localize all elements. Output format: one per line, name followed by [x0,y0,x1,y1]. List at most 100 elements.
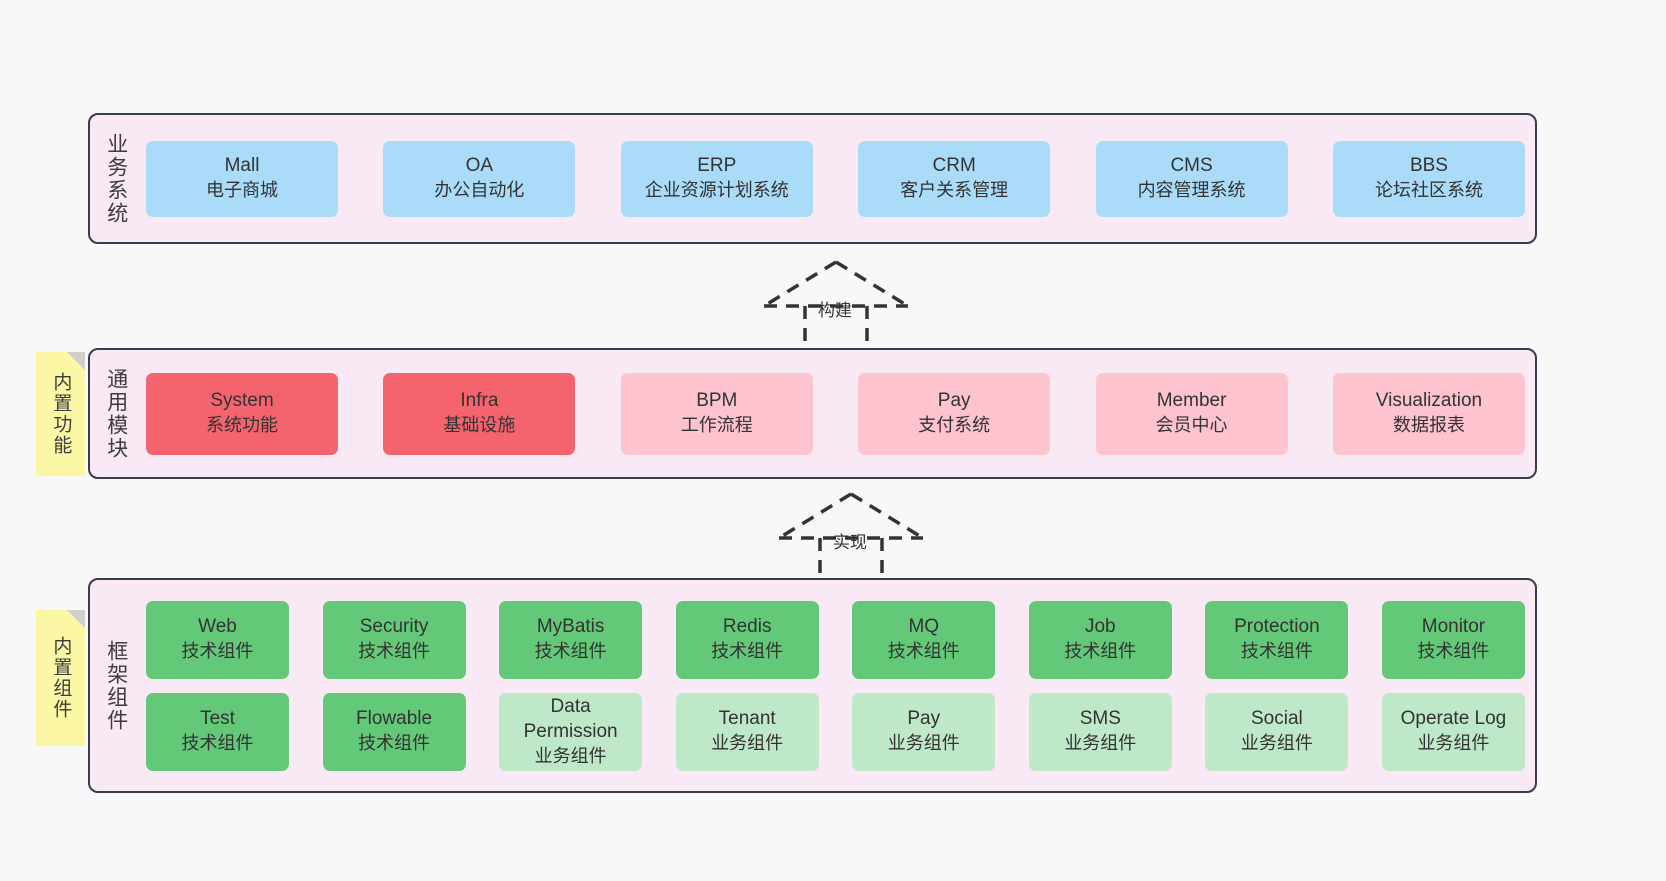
card-test[interactable]: Test 技术组件 [146,692,289,771]
card-job-en: Job [1084,616,1116,638]
card-security-cn: 技术组件 [358,641,431,662]
card-mybatis-en: MyBatis [536,616,605,638]
card-monitor-cn: 技术组件 [1417,641,1490,662]
layer-framework-title: 框架组件 [104,639,128,732]
card-visualization-cn: 数据报表 [1392,415,1465,436]
card-protection[interactable]: Protection 技术组件 [1205,600,1349,679]
arrow-implement: 实现 [771,490,931,586]
card-erp-en: ERP [697,155,737,177]
card-redis[interactable]: Redis 技术组件 [675,600,819,679]
card-member-cn: 会员中心 [1155,415,1228,436]
framework-row-business: Test 技术组件 Flowable 技术组件 Data Permission … [146,692,1525,771]
card-operate-log[interactable]: Operate Log 业务组件 [1381,692,1525,771]
layer-business-cards: Mall 电子商城 OA 办公自动化 ERP 企业资源计划系统 CRM 客户关系… [142,115,1535,242]
card-mall-en: Mall [224,155,260,177]
card-redis-cn: 技术组件 [711,641,784,662]
card-infra[interactable]: Infra 基础设施 [383,372,576,455]
card-pay-module-cn: 支付系统 [918,415,991,436]
card-monitor-en: Monitor [1421,616,1486,638]
card-system-cn: 系统功能 [206,415,278,436]
card-web[interactable]: Web 技术组件 [146,600,289,679]
layer-framework-cards: Web 技术组件 Security 技术组件 MyBatis 技术组件 Redi… [142,580,1535,791]
card-system-en: System [210,390,274,412]
card-mybatis-cn: 技术组件 [534,641,607,662]
card-member[interactable]: Member 会员中心 [1095,372,1288,455]
sticky-fold-corner-icon [67,610,85,628]
layer-common-cards: System 系统功能 Infra 基础设施 BPM 工作流程 Pay 支付系统… [142,350,1535,477]
card-bpm-en: BPM [696,390,738,412]
card-tenant-cn: 业务组件 [711,733,784,754]
card-oa-en: OA [465,155,494,177]
card-oa-cn: 办公自动化 [434,180,525,201]
sticky-note-builtin-features: 内置功能 [36,352,85,476]
card-social-en: Social [1251,708,1303,730]
card-protection-cn: 技术组件 [1240,641,1313,662]
sticky-fold-corner-icon [67,352,85,370]
card-bbs[interactable]: BBS 论坛社区系统 [1332,140,1525,217]
card-bpm[interactable]: BPM 工作流程 [620,372,813,455]
card-redis-en: Redis [722,616,772,638]
arrow-build: 构建 [756,258,916,354]
card-mall-cn: 电子商城 [206,180,278,201]
card-social-cn: 业务组件 [1240,733,1313,754]
card-data-permission-cn: 业务组件 [534,745,607,766]
sticky-note-builtin-features-label: 内置功能 [50,372,72,456]
card-security[interactable]: Security 技术组件 [322,600,466,679]
card-flowable[interactable]: Flowable 技术组件 [322,692,466,771]
layer-common-title: 通用模块 [104,367,128,460]
card-job-cn: 技术组件 [1064,641,1137,662]
card-operate-log-en: Operate Log [1400,708,1507,730]
card-job[interactable]: Job 技术组件 [1028,600,1172,679]
layer-business-title: 业务系统 [104,132,128,225]
card-infra-cn: 基础设施 [443,415,516,436]
card-test-cn: 技术组件 [181,733,254,754]
layer-business-systems: 业务系统 Mall 电子商城 OA 办公自动化 ERP 企业资源计划系统 CRM… [88,113,1537,244]
card-pay-component-cn: 业务组件 [887,733,960,754]
card-visualization[interactable]: Visualization 数据报表 [1332,372,1525,455]
card-erp[interactable]: ERP 企业资源计划系统 [620,140,813,217]
card-operate-log-cn: 业务组件 [1417,733,1490,754]
card-web-en: Web [198,616,237,638]
card-mq[interactable]: MQ 技术组件 [852,600,996,679]
card-social[interactable]: Social 业务组件 [1205,692,1349,771]
card-tenant[interactable]: Tenant 业务组件 [675,692,819,771]
sticky-note-builtin-components-label: 内置组件 [50,636,72,720]
card-security-en: Security [359,616,429,638]
sticky-note-builtin-components: 内置组件 [36,610,85,746]
card-erp-cn: 企业资源计划系统 [644,180,789,201]
card-flowable-en: Flowable [356,708,433,730]
card-data-permission-en: Data Permission [523,696,618,742]
card-crm-en: CRM [932,155,976,177]
card-crm[interactable]: CRM 客户关系管理 [858,140,1051,217]
card-system[interactable]: System 系统功能 [146,372,338,455]
card-visualization-en: Visualization [1375,390,1483,412]
card-pay-module-en: Pay [937,390,971,412]
layer-framework-components: 框架组件 Web 技术组件 Security 技术组件 MyBatis 技术组件… [88,578,1537,793]
card-pay-component[interactable]: Pay 业务组件 [852,692,996,771]
card-web-cn: 技术组件 [181,641,254,662]
card-bpm-cn: 工作流程 [680,415,753,436]
card-member-en: Member [1156,390,1227,412]
card-pay-module[interactable]: Pay 支付系统 [858,372,1051,455]
card-pay-component-en: Pay [907,708,941,730]
card-monitor[interactable]: Monitor 技术组件 [1381,600,1525,679]
layer-common-modules: 通用模块 System 系统功能 Infra 基础设施 BPM 工作流程 Pay… [88,348,1537,479]
arrow-implement-label: 实现 [833,533,867,552]
card-sms-en: SMS [1079,708,1121,730]
card-mq-en: MQ [908,616,940,638]
arrow-build-label: 构建 [818,301,852,320]
card-sms[interactable]: SMS 业务组件 [1028,692,1172,771]
card-mq-cn: 技术组件 [887,641,960,662]
card-data-permission[interactable]: Data Permission 业务组件 [499,692,643,771]
card-cms-cn: 内容管理系统 [1137,180,1246,201]
card-test-en: Test [200,708,235,730]
card-infra-en: Infra [460,390,499,412]
card-cms[interactable]: CMS 内容管理系统 [1095,140,1288,217]
card-protection-en: Protection [1234,616,1320,638]
card-bbs-cn: 论坛社区系统 [1374,180,1483,201]
card-bbs-en: BBS [1409,155,1448,177]
card-mybatis[interactable]: MyBatis 技术组件 [499,600,643,679]
card-mall[interactable]: Mall 电子商城 [146,140,338,217]
card-oa[interactable]: OA 办公自动化 [383,140,576,217]
